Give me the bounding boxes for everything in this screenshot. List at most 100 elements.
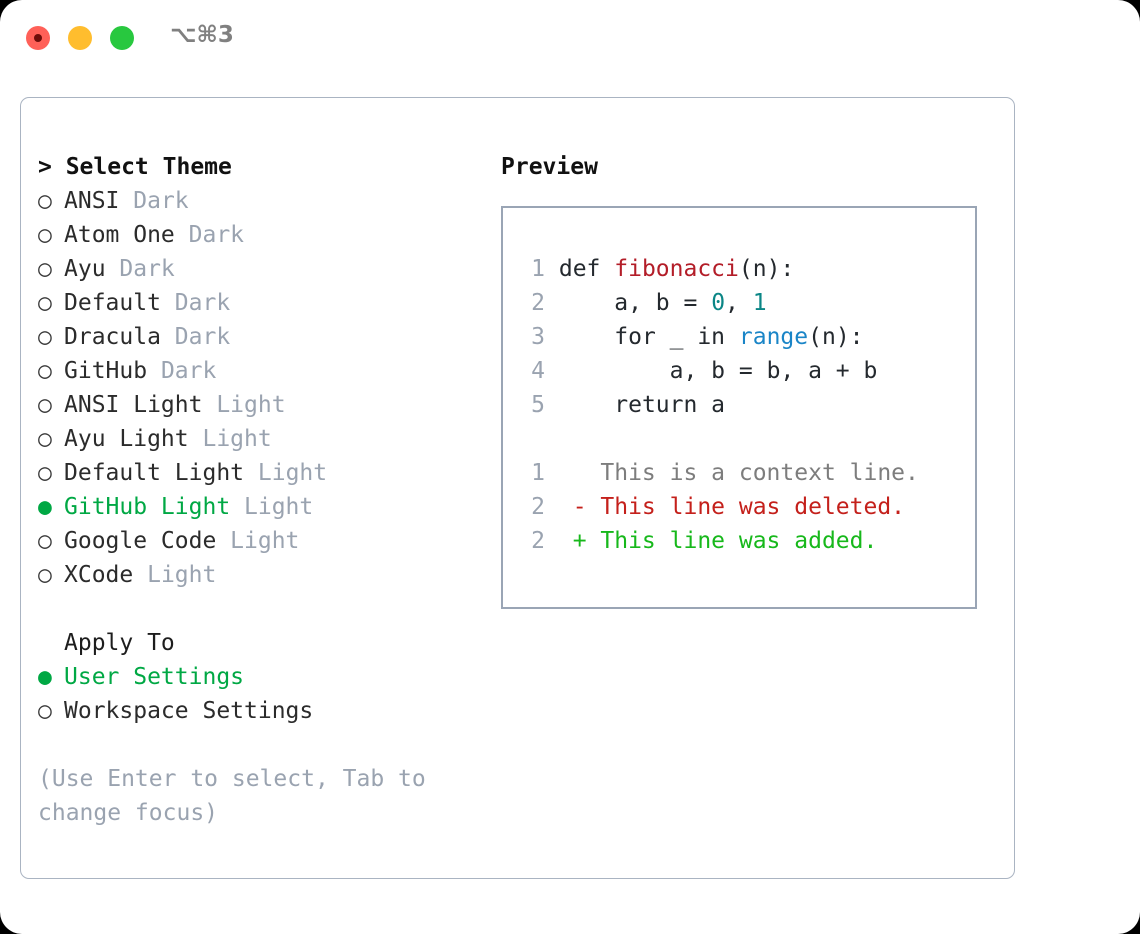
traffic-lights — [26, 26, 134, 50]
apply-to-list[interactable]: ● User Settings ○ Workspace Settings — [38, 660, 478, 728]
theme-name: Default — [64, 290, 175, 316]
spacer — [38, 592, 478, 626]
theme-variant-badge: Dark — [174, 324, 231, 350]
code-token-plain: a, b = — [558, 290, 712, 316]
minimize-button[interactable] — [68, 26, 92, 50]
line-number: 1 — [531, 460, 545, 486]
line-number: 2 — [531, 290, 545, 316]
radio-unselected-icon: ○ — [38, 426, 52, 452]
close-button[interactable] — [26, 26, 50, 50]
radio-unselected-icon: ○ — [38, 392, 52, 418]
shortcut-label: ⌥⌘3 — [170, 22, 234, 48]
theme-variant-badge: Light — [147, 562, 217, 588]
code-token-plain: (n): — [738, 256, 795, 282]
diff-text-add: + This line was added. — [545, 528, 878, 554]
radio-unselected-icon: ○ — [38, 358, 52, 384]
radio-selected-icon: ● — [38, 664, 52, 690]
theme-list-item[interactable]: ○ GitHub Dark — [38, 354, 478, 388]
theme-name: GitHub — [64, 358, 161, 384]
theme-list-item[interactable]: ● GitHub Light Light — [38, 490, 478, 524]
theme-selector-column: > Select Theme ○ANSI Dark○Atom One Dark○… — [38, 150, 478, 830]
theme-name: Default Light — [64, 460, 258, 486]
theme-variant-badge: Light — [230, 528, 300, 554]
diff-text-ctx: This is a context line. — [545, 460, 919, 486]
apply-to-heading: ○Apply To — [64, 630, 175, 656]
theme-name: Google Code — [64, 528, 231, 554]
keyboard-hint: (Use Enter to select, Tab to change focu… — [38, 766, 440, 826]
theme-name: Atom One — [64, 222, 189, 248]
theme-list[interactable]: ○ ANSI Dark ○ Atom One Dark ○ Ayu Dark ○ Defaul… — [38, 184, 478, 592]
theme-list-item[interactable]: ○Default Light Light — [38, 456, 478, 490]
code-token-plain: for _ in — [558, 324, 739, 350]
theme-list-item[interactable]: ○ Atom One Dark — [38, 218, 478, 252]
code-token-plain: def — [558, 256, 615, 282]
theme-variant-badge: Light — [202, 426, 272, 452]
line-number: 5 — [531, 392, 545, 418]
radio-unselected-icon: ○ — [38, 290, 52, 316]
apply-to-item[interactable]: ○ Workspace Settings — [38, 694, 478, 728]
code-line: 1 def fibonacci(n): — [519, 252, 919, 286]
radio-unselected-icon: ○ — [38, 698, 52, 724]
theme-name: Dracula — [64, 324, 175, 350]
preview-column: Preview 1 def fibonacci(n):2 a, b = 0, 1… — [501, 150, 1001, 609]
theme-variant-badge: Dark — [119, 256, 175, 282]
theme-list-item[interactable]: ○ Ayu Light Light — [38, 422, 478, 456]
code-token-plain: , — [725, 290, 753, 316]
main-panel: > Select Theme ○ANSI Dark○Atom One Dark○… — [20, 97, 1015, 879]
theme-variant-badge: Dark — [160, 358, 217, 384]
apply-to-item[interactable]: ● User Settings — [38, 660, 478, 694]
title-bar: ⌥⌘3 — [0, 0, 1140, 78]
code-line: 3 for _ in range(n): — [519, 320, 919, 354]
code-token-plain: (n): — [808, 324, 864, 350]
theme-list-item[interactable]: ○XCode Light — [38, 558, 478, 592]
theme-variant-badge: Dark — [174, 290, 231, 316]
radio-unselected-icon: ○ — [38, 562, 52, 588]
code-token-call: range — [738, 324, 809, 350]
code-token-func: fibonacci — [614, 256, 739, 282]
code-diff-spacer — [519, 422, 919, 456]
radio-unselected-icon: ○ — [38, 256, 52, 282]
radio-unselected-icon: ○ — [38, 460, 52, 486]
radio-selected-icon: ● — [38, 494, 52, 520]
theme-variant-badge: Dark — [188, 222, 245, 248]
line-number: 1 — [531, 256, 545, 282]
recording-dot-icon — [34, 34, 42, 42]
theme-variant-badge: Light — [244, 494, 314, 520]
theme-list-item[interactable]: ○ ANSI Dark — [38, 184, 478, 218]
apply-to-label: User Settings — [64, 664, 245, 690]
code-line: 2 a, b = 0, 1 — [519, 286, 919, 320]
code-token-plain: return a — [558, 392, 726, 418]
diff-line: 2 - This line was deleted. — [519, 490, 919, 524]
line-number: 2 — [531, 528, 545, 554]
maximize-button[interactable] — [110, 26, 134, 50]
theme-name: ANSI Light — [64, 392, 217, 418]
theme-name: Ayu — [64, 256, 120, 282]
diff-line: 1 This is a context line. — [519, 456, 919, 490]
code-token-plain: a, b = b, a + b — [558, 358, 878, 384]
theme-list-item[interactable]: ○Dracula Dark — [38, 320, 478, 354]
theme-list-item[interactable]: ○Google Code Light — [38, 524, 478, 558]
diff-line: 2 + This line was added. — [519, 524, 919, 558]
preview-title: Preview — [501, 154, 598, 180]
theme-name: GitHub Light — [64, 494, 245, 520]
page-title: > Select Theme — [38, 154, 232, 180]
diff-text-del: - This line was deleted. — [545, 494, 906, 520]
line-number: 2 — [531, 494, 545, 520]
apply-to-label: Workspace Settings — [64, 698, 314, 724]
theme-list-item[interactable]: ○ Ayu Dark — [38, 252, 478, 286]
theme-list-item[interactable]: ○ Default Dark — [38, 286, 478, 320]
line-number: 4 — [531, 358, 545, 384]
radio-unselected-icon: ○ — [38, 222, 52, 248]
theme-list-item[interactable]: ○ ANSI Light Light — [38, 388, 478, 422]
line-number: 3 — [531, 324, 545, 350]
theme-name: ANSI — [64, 188, 134, 214]
theme-variant-badge: Dark — [133, 188, 189, 214]
radio-unselected-icon: ○ — [38, 188, 52, 214]
theme-name: Ayu Light — [64, 426, 203, 452]
code-line: 4 a, b = b, a + b — [519, 354, 919, 388]
theme-variant-badge: Light — [216, 392, 286, 418]
code-line: 5 return a — [519, 388, 919, 422]
